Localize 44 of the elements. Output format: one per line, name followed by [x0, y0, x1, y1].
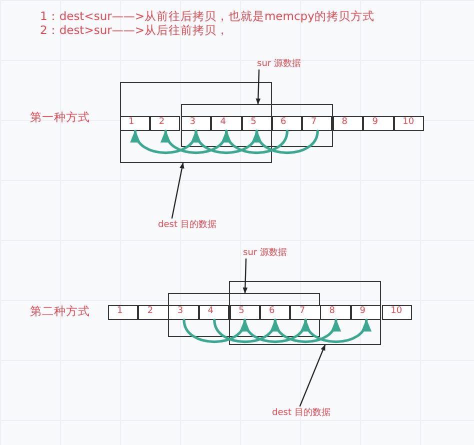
curved-arrow: [213, 318, 278, 344]
method-label: 第一种方式: [30, 110, 90, 125]
array-cell: 5: [242, 116, 272, 131]
heading-note: 2：dest>sur——>从后往前拷贝，: [40, 23, 228, 38]
array-cell: 9: [350, 304, 382, 320]
range-box: [168, 293, 320, 337]
curved-arrow: [254, 130, 319, 154]
array-cell: 1: [120, 116, 150, 130]
array-cell: 6: [272, 116, 302, 130]
leader-arrow: [242, 258, 248, 294]
array-cell: 4: [211, 116, 242, 131]
range-box: [120, 82, 272, 163]
curved-arrow: [182, 318, 248, 344]
array-cell: 7: [302, 116, 332, 130]
array-cell: 9: [363, 116, 394, 131]
pointer-label: dest 目的数据: [272, 406, 342, 419]
curved-arrow: [304, 318, 370, 344]
array-cell: 7: [290, 305, 321, 320]
array-cell: 10: [382, 305, 412, 320]
pointer-label: sur 源数据: [257, 57, 317, 70]
heading-note: 1：dest<sur——>从前往后拷贝，也就是memcpy的拷贝方式: [40, 9, 374, 24]
array-cell: 4: [198, 304, 230, 320]
array-cell: 3: [168, 304, 199, 320]
pointer-label: dest 目的数据: [158, 218, 228, 231]
curved-arrow: [132, 130, 198, 154]
range-box: [181, 104, 333, 147]
leader-arrow: [171, 162, 184, 219]
curved-arrow: [274, 318, 340, 344]
array-cell: 2: [138, 305, 169, 320]
array-cell: 2: [150, 116, 180, 130]
array-cell: 5: [230, 305, 260, 320]
curved-arrow: [223, 130, 288, 154]
leader-arrow: [299, 344, 326, 407]
pointer-label: sur 源数据: [243, 246, 303, 259]
array-cell: 3: [180, 116, 212, 131]
array-cell: 8: [320, 304, 351, 320]
array-cell: 8: [332, 116, 364, 131]
array-cell: 1: [108, 305, 138, 320]
array-cell: 10: [394, 116, 424, 131]
range-box: [229, 281, 381, 345]
leader-arrow: [256, 69, 261, 105]
method-label: 第二种方式: [30, 304, 90, 319]
array-cell: 6: [260, 305, 290, 320]
curved-arrow: [244, 318, 309, 344]
